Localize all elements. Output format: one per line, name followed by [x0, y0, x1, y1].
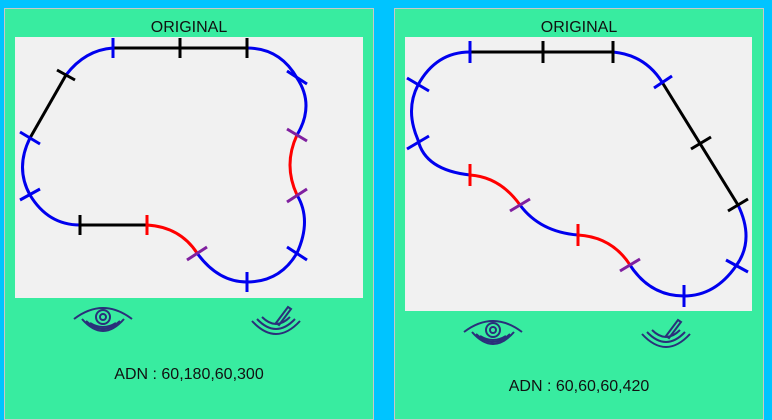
- eye-icon[interactable]: [72, 303, 134, 339]
- ticks: [56, 38, 249, 235]
- adn-label: ADN : 60,180,60,300: [114, 366, 264, 383]
- edit-icon[interactable]: [250, 303, 302, 339]
- track-2: [406, 41, 749, 307]
- panel-2: ORIGINAL ADN : 60,60,60,420: [394, 8, 764, 420]
- panel-title: ORIGINAL: [540, 19, 618, 36]
- eye-icon[interactable]: [462, 316, 524, 352]
- edit-icon[interactable]: [640, 316, 692, 352]
- adn-label: ADN : 60,60,60,420: [508, 378, 650, 395]
- panel-title: ORIGINAL: [150, 19, 228, 36]
- track-1: [19, 38, 308, 292]
